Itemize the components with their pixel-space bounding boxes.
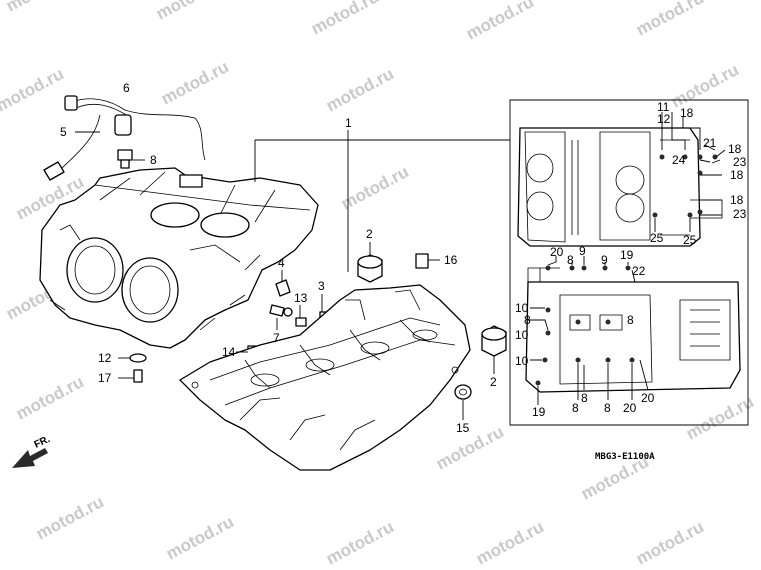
inset-label-23: 23 xyxy=(733,155,747,169)
inset-label-20: 20 xyxy=(641,391,655,405)
callout-8: 8 xyxy=(150,153,157,167)
callout-17: 17 xyxy=(98,371,112,385)
inset-label-22: 22 xyxy=(632,264,646,278)
inset-label-18: 18 xyxy=(680,106,694,120)
oil-pressure-switch xyxy=(117,149,133,169)
callout-7: 7 xyxy=(273,331,280,345)
inset-label-9: 9 xyxy=(601,253,608,267)
inset-label-8: 8 xyxy=(604,401,611,415)
watermark-text: motod.ru xyxy=(463,0,537,44)
upper-crankcase xyxy=(39,167,319,349)
front-direction-arrow: FR. xyxy=(12,434,52,468)
watermark-text: motod.ru xyxy=(153,0,227,24)
watermark-text: motod.ru xyxy=(323,517,397,568)
watermark-text: motod.ru xyxy=(473,517,547,568)
wiring-harness xyxy=(43,95,206,181)
watermark-text: motod.ru xyxy=(633,517,707,568)
front-label: FR. xyxy=(33,434,52,451)
watermark-text: motod.ru xyxy=(3,0,77,16)
callout-16: 16 xyxy=(444,253,458,267)
inset-label-18: 18 xyxy=(728,142,742,156)
watermark-text: motod.ru xyxy=(683,392,757,443)
inset-label-19: 19 xyxy=(620,248,634,262)
inset-label-10: 10 xyxy=(515,354,529,368)
watermark-text: motod.ru xyxy=(323,64,397,115)
callout-1: 1 xyxy=(345,116,352,130)
watermark-text: motod.ru xyxy=(633,0,707,40)
watermark-text: motod.ru xyxy=(668,60,742,111)
inset-label-19: 19 xyxy=(532,405,546,419)
inset-label-8: 8 xyxy=(581,391,588,405)
callout-14: 14 xyxy=(222,345,236,359)
watermark-text: motod.ru xyxy=(338,162,412,213)
callout-3: 3 xyxy=(318,279,325,293)
watermark-text: motod.ru xyxy=(13,372,87,423)
callout-2: 2 xyxy=(366,227,373,241)
callout-13: 13 xyxy=(294,291,308,305)
inset-label-9: 9 xyxy=(579,244,586,258)
inset-label-24: 24 xyxy=(672,153,686,167)
watermark-text: motod.ru xyxy=(163,512,237,563)
inset-label-20: 20 xyxy=(623,401,637,415)
inset-label-23: 23 xyxy=(733,207,747,221)
inset-label-8: 8 xyxy=(627,313,634,327)
callout-6: 6 xyxy=(123,81,130,95)
callout-2: 2 xyxy=(490,375,497,389)
inset-label-25: 25 xyxy=(683,233,697,247)
inset-label-21: 21 xyxy=(703,136,717,150)
lower-crankcase xyxy=(179,284,471,471)
inset-label-18: 18 xyxy=(730,168,744,182)
inset-label-8: 8 xyxy=(524,313,531,327)
inset-label-8: 8 xyxy=(572,401,579,415)
inset-label-10: 10 xyxy=(515,328,529,342)
inset-label-25: 25 xyxy=(650,231,664,245)
diagram-code: MBG3-E1100A xyxy=(595,452,655,462)
watermark-text: motod.ru xyxy=(33,492,107,543)
bushings xyxy=(357,253,507,400)
bolt-torque-inset: 11 12 18 21 18 24 23 18 18 23 25 25 20 8… xyxy=(509,99,749,426)
watermark-text: motod.ru xyxy=(308,0,382,39)
callout-5: 5 xyxy=(60,125,67,139)
leader-lines xyxy=(75,130,510,420)
callout-4: 4 xyxy=(278,256,285,270)
callout-12: 12 xyxy=(98,351,112,365)
inset-label-12: 12 xyxy=(657,112,671,126)
inset-label-8: 8 xyxy=(567,253,574,267)
watermark-text: motod.ru xyxy=(0,64,67,115)
callout-15: 15 xyxy=(456,421,470,435)
watermark-text: motod.ru xyxy=(158,57,232,108)
inset-label-20: 20 xyxy=(550,245,564,259)
watermark-text: motod.ru xyxy=(433,422,507,473)
bolt-markers xyxy=(535,154,718,386)
inset-label-10: 10 xyxy=(515,301,529,315)
inset-label-18: 18 xyxy=(730,193,744,207)
callout-labels: 1 2 2 3 4 5 6 7 8 12 13 14 15 16 17 xyxy=(60,81,497,435)
inset-label-11: 11 xyxy=(657,100,670,114)
